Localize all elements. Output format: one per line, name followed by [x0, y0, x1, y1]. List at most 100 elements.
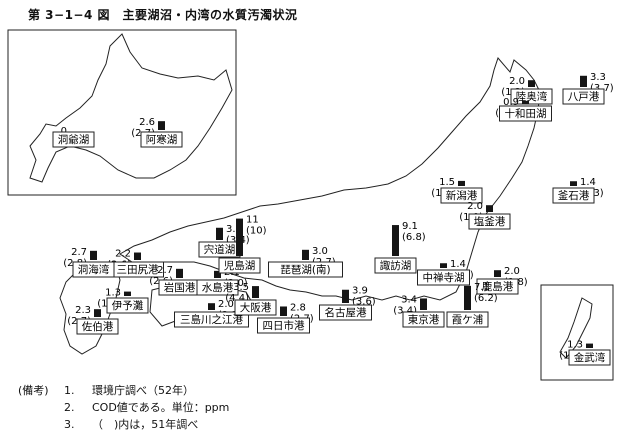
- data-bar: [342, 289, 349, 303]
- value-label: 1.4: [450, 259, 466, 270]
- data-bar: [486, 205, 493, 212]
- value-label: 2.6: [139, 117, 155, 128]
- note-text: （ )内は，51年調べ: [92, 418, 199, 431]
- site-name-label: 諏訪湖: [380, 259, 412, 272]
- value-label: 1.3: [567, 340, 583, 351]
- notes-heading: (備考): [18, 384, 49, 397]
- site-name-label: 佐伯港: [82, 320, 114, 333]
- note-number: 2.: [64, 401, 75, 414]
- prev-value-label: (3.6): [352, 297, 376, 308]
- data-bar: [176, 268, 183, 278]
- site-name-box: [140, 131, 183, 148]
- value-label: 3.3: [590, 72, 606, 83]
- okinawa-outline: [559, 297, 593, 359]
- note-row: 3. （ )内は，51年調べ: [18, 416, 229, 433]
- value-label: 1.5: [439, 177, 455, 188]
- data-bar: [420, 298, 427, 310]
- data-bar: [236, 218, 243, 256]
- prev-value-label: (6.2): [474, 293, 498, 304]
- notes: (備考) 1. 環境庁調べ（52年） 2. COD値である。単位：ppm 3. …: [18, 382, 229, 433]
- chart-marks: 0洞爺湖2.6(2.7)阿寒湖2.0(1.2)陸奥湾3.3(3.7)八戸港0.9…: [52, 72, 614, 366]
- site-name-box: [417, 269, 470, 286]
- data-bar: [440, 263, 447, 268]
- hokkaido-inset-frame: [7, 29, 237, 196]
- data-bar: [522, 100, 529, 104]
- site-name-label: 新潟港: [446, 189, 478, 202]
- site-name-label: 十和田湖: [505, 107, 547, 120]
- site-name-label: 三島川之江港: [180, 313, 243, 326]
- data-bar: [94, 309, 101, 317]
- note-row: 2. COD値である。単位：ppm: [18, 399, 229, 416]
- data-bar: [458, 180, 465, 186]
- data-bar: [208, 303, 215, 310]
- data-bar: [570, 181, 577, 186]
- site-name-label: 児島湖: [224, 259, 256, 272]
- value-label: 1.4: [580, 177, 596, 188]
- value-label: 2.2: [115, 249, 131, 260]
- site-name-label: 鹿島港: [482, 280, 514, 293]
- data-bar: [580, 75, 587, 87]
- data-bar: [90, 250, 97, 260]
- note-number: 3.: [64, 418, 75, 431]
- data-bar: [464, 285, 471, 310]
- prev-value-label: (3.4): [393, 305, 417, 316]
- value-label: 2.0: [509, 76, 525, 87]
- data-bar: [280, 306, 287, 316]
- site-name-label: 大阪港: [240, 301, 272, 314]
- site-name-box: [257, 317, 310, 334]
- map-background: [7, 29, 614, 381]
- site-name-label: 阿寒湖: [146, 133, 178, 146]
- note-text: 環境庁調べ（52年）: [92, 384, 194, 397]
- site-name-label: 霞ケ浦: [452, 313, 484, 326]
- site-name-box: [446, 311, 489, 328]
- value-label: 2.0: [504, 266, 520, 277]
- value-label: 9.1: [402, 221, 418, 232]
- value-label: 2.8: [290, 302, 306, 313]
- site-name-label: 伊予灘: [112, 299, 144, 312]
- okinawa-inset-frame: [540, 284, 614, 381]
- note-row: (備考) 1. 環境庁調べ（52年）: [18, 382, 229, 399]
- site-name-box: [402, 311, 445, 328]
- site-name-box: [52, 131, 95, 148]
- site-name-label: 塩釜港: [474, 215, 506, 228]
- prev-value-label: (10): [246, 226, 267, 237]
- value-label: 7.1: [474, 282, 490, 293]
- data-bar: [216, 227, 223, 240]
- site-name-label: 四日市港: [263, 319, 305, 332]
- value-label: 3.4: [401, 294, 417, 305]
- site-name-box: [76, 318, 119, 335]
- data-bar: [302, 249, 309, 260]
- site-name-box: [174, 311, 249, 328]
- data-bar: [528, 80, 535, 87]
- site-name-box: [319, 304, 372, 321]
- site-name-label: 陸奥湾: [516, 90, 548, 103]
- data-bar: [158, 121, 165, 130]
- site-name-box: [218, 257, 261, 274]
- prev-value-label: (6.8): [402, 232, 426, 243]
- site-name-box: [72, 261, 115, 278]
- value-label: 2.7: [71, 247, 87, 258]
- site-name-label: 琵琶湖(南): [280, 263, 330, 276]
- value-label: 11: [246, 215, 259, 226]
- note-text: COD値である。単位：ppm: [92, 401, 230, 414]
- chart-title: 第 3−1−4 図 主要湖沼・内湾の水質汚濁状況: [28, 8, 298, 22]
- site-name-box: [440, 187, 483, 204]
- value-label: 2.0: [467, 201, 483, 212]
- data-bar: [494, 270, 501, 277]
- value-label: 3.6: [226, 224, 242, 235]
- data-bar: [586, 343, 593, 348]
- site-name-label: 八戸港: [568, 91, 600, 103]
- note-number: 1.: [64, 384, 75, 397]
- data-bar: [392, 225, 399, 256]
- site-name-box: [374, 257, 417, 274]
- site-name-label: 洞爺湖: [58, 133, 90, 146]
- site-name-label: 中禅寺湖: [423, 271, 465, 284]
- site-name-box: [568, 349, 611, 366]
- data-bar: [252, 286, 259, 298]
- value-label: 0.9: [503, 97, 519, 108]
- value-label: 2.7: [157, 265, 173, 276]
- value-label: 3.5: [233, 282, 249, 293]
- value-label: 1.3: [105, 288, 121, 299]
- site-name-label: 名古屋港: [325, 306, 367, 319]
